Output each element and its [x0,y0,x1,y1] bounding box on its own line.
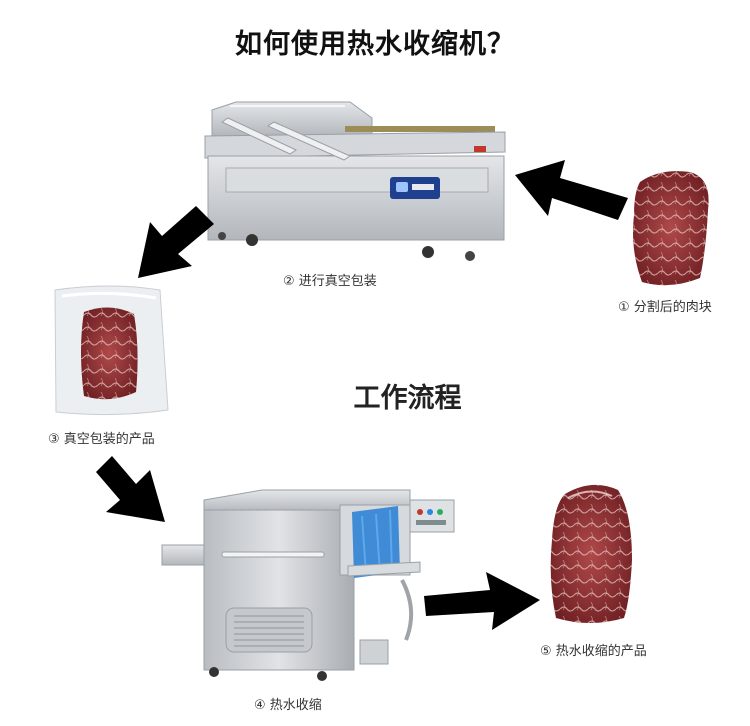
step-5-label: ⑤ 热水收缩的产品 [540,644,647,659]
arrow-step1-to-step2 [515,160,628,220]
hot-water-shrink-machine [161,489,455,681]
arrow-step3-to-step4 [96,456,165,522]
workflow-title: 工作流程 [353,383,462,414]
vacuum-packaging-machine [204,101,506,261]
arrow-step2-to-step3 [138,206,214,278]
step-2-label: ② 进行真空包装 [283,274,377,289]
page-title: 如何使用热水收缩机？ [235,29,515,60]
step-4-label: ④ 热水收缩 [254,698,322,713]
step-1-label: ① 分割后的肉块 [618,300,712,315]
vacuum-packed-product [54,285,169,416]
arrow-step4-to-step5 [424,572,540,630]
meat-cut-raw [633,171,709,286]
heat-shrunk-product [550,484,632,623]
step-3-label: ③ 真空包装的产品 [48,432,155,447]
